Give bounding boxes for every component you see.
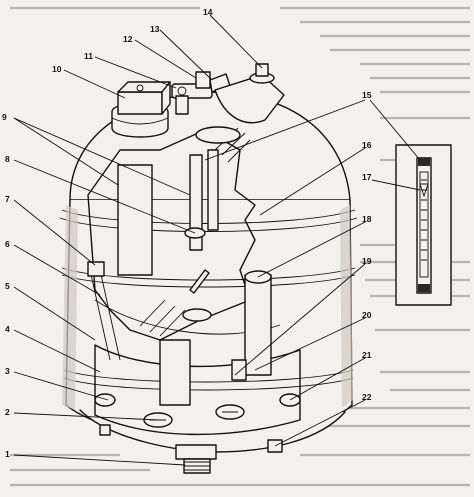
top-fittings [111,63,285,144]
callout-21: 21 [362,350,372,360]
callout-19: 19 [362,256,372,266]
callout-4: 4 [5,324,10,334]
callout-13: 13 [150,24,160,34]
callout-11: 11 [84,51,93,61]
callout-14: 14 [203,7,213,17]
callout-3: 3 [5,366,10,376]
callout-16: 16 [362,140,372,150]
callout-17: 17 [362,172,372,182]
callout-22: 22 [362,392,372,402]
callout-1: 1 [5,449,10,459]
callout-15: 15 [362,90,372,100]
callout-5: 5 [5,281,10,291]
callout-12: 12 [123,34,133,44]
callout-labels: 1 2 3 4 5 6 7 8 9 10 11 12 13 14 15 16 1… [2,7,372,459]
callout-20: 20 [362,310,372,320]
leader-lines [13,14,421,466]
callout-18: 18 [362,214,372,224]
callout-7: 7 [5,194,10,204]
callout-8: 8 [5,154,10,164]
sight-glass-inset [395,144,452,306]
callout-10: 10 [52,64,62,74]
callout-9: 9 [2,112,7,122]
callout-2: 2 [5,407,10,417]
cutaway-interior [87,127,301,436]
callout-6: 6 [5,239,10,249]
